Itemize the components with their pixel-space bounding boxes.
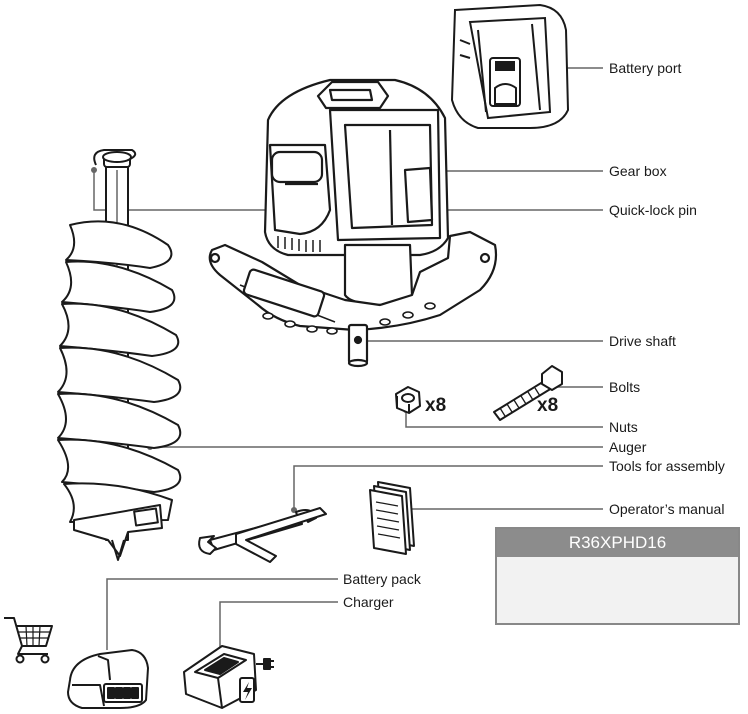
label-operators-manual: Operator’s manual — [609, 501, 725, 517]
dot-quick-lock-pin — [91, 167, 97, 173]
leader-charger — [219, 601, 338, 650]
label-bolts: Bolts — [609, 379, 641, 395]
model-title: R36XPHD16 — [497, 529, 738, 557]
label-quick-lock-pin: Quick-lock pin — [609, 202, 697, 218]
leader-tools — [293, 465, 603, 510]
tools-drawing — [198, 507, 327, 563]
gear-box-drawing — [208, 78, 498, 368]
label-nuts: Nuts — [609, 419, 638, 435]
label-auger: Auger — [609, 439, 647, 455]
label-battery-pack: Battery pack — [343, 571, 421, 587]
leader-nuts — [405, 410, 603, 428]
auger-drawing — [57, 149, 182, 561]
label-tools-for-assembly: Tools for assembly — [609, 458, 725, 474]
label-gear-box: Gear box — [609, 163, 667, 179]
nut-drawing — [395, 386, 421, 414]
leader-battery-pack — [106, 578, 338, 650]
model-contents-box: R36XPHD16 — [495, 527, 740, 625]
lightning-icon — [243, 682, 252, 700]
label-drive-shaft: Drive shaft — [609, 333, 676, 349]
manual-drawing — [369, 481, 415, 555]
bolt-drawing — [493, 365, 563, 421]
charger-icon — [183, 645, 274, 709]
label-battery-port: Battery port — [609, 60, 682, 76]
battery-icon — [67, 649, 149, 709]
label-charger: Charger — [343, 594, 394, 610]
battery-port-detail — [450, 3, 570, 129]
nuts-quantity: x8 — [425, 395, 447, 416]
bolts-quantity: x8 — [537, 395, 559, 416]
shopping-cart-icon — [4, 617, 53, 664]
